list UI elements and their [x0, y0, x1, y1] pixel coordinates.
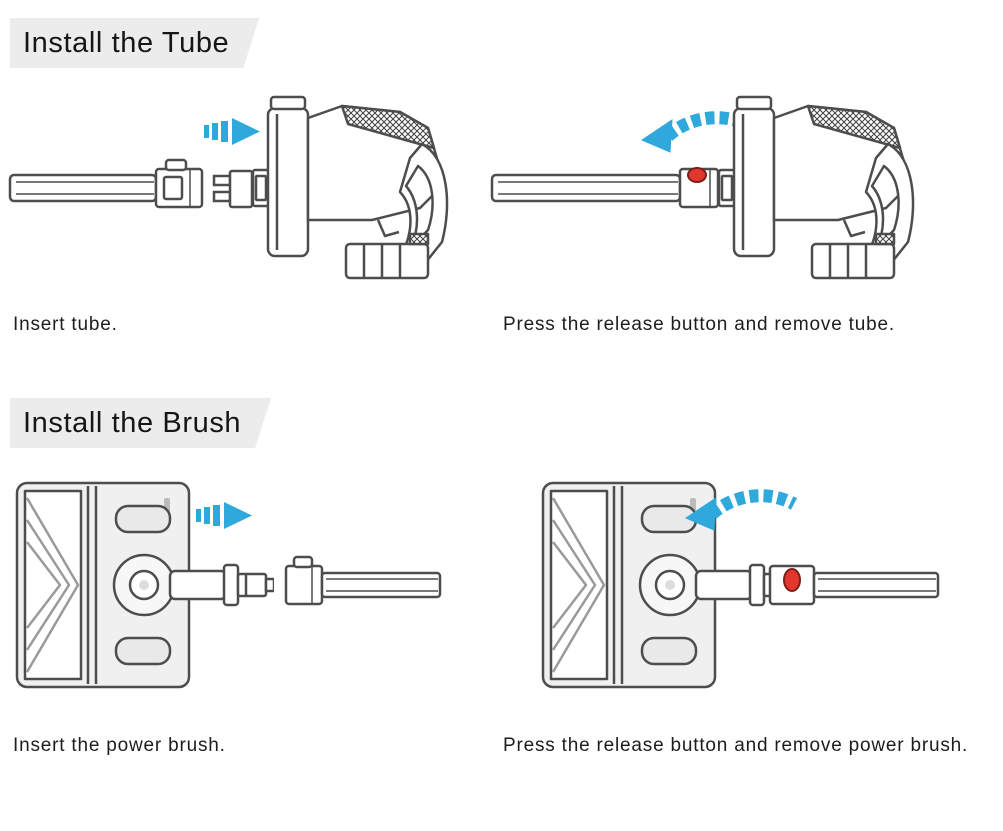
extension-tube [490, 173, 682, 203]
release-button [687, 167, 707, 183]
diagram-insert-tube [8, 95, 449, 280]
section-heading-install-brush: Install the Brush [10, 398, 271, 448]
release-button [783, 568, 801, 592]
caption-insert-brush: Insert the power brush. [13, 732, 226, 759]
insert-arrow-icon [196, 502, 252, 529]
diagram-remove-tube [490, 95, 915, 280]
caption-text: Insert tube. [13, 314, 118, 335]
insert-arrow-icon [204, 118, 260, 145]
power-brush [541, 481, 800, 689]
extension-tube [8, 173, 158, 203]
handheld-vacuum [252, 95, 449, 280]
extension-tube [320, 571, 442, 599]
caption-remove-tube: Press the release button and remove tube… [503, 311, 978, 338]
diagram-remove-brush [541, 481, 940, 689]
caption-text: Insert the power brush. [13, 735, 226, 756]
intake-adapter [212, 169, 254, 209]
caption-text: Press the release button and remove tube… [503, 314, 895, 335]
tube-connector [154, 158, 204, 209]
caption-text: Press the release button and remove powe… [503, 735, 969, 756]
caption-insert-tube: Insert tube. [13, 311, 118, 338]
section-heading-install-tube: Install the Tube [10, 18, 259, 68]
heading-text: Install the Brush [23, 407, 242, 439]
extension-tube [812, 571, 940, 599]
diagram-insert-brush [15, 481, 442, 689]
tube-connector [284, 555, 324, 606]
handheld-vacuum [718, 95, 915, 280]
heading-text: Install the Tube [23, 27, 230, 59]
caption-remove-brush: Press the release button and remove powe… [503, 732, 978, 759]
